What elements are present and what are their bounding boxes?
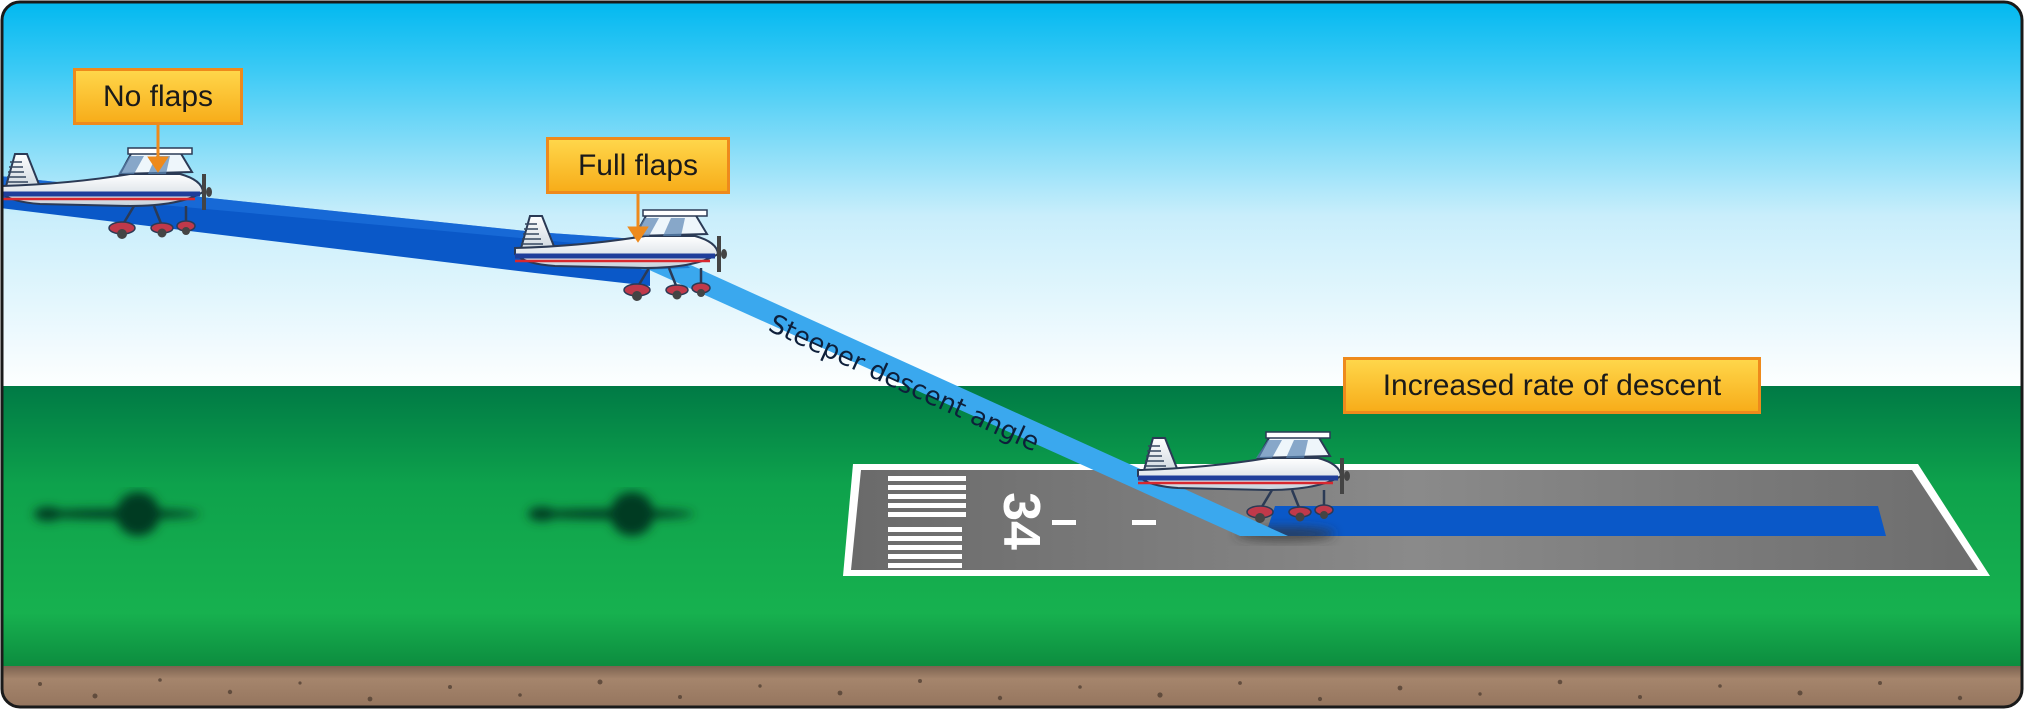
callout-pointers: [147, 124, 649, 243]
sky: [2, 2, 2022, 392]
soil: [2, 666, 2022, 707]
runway-number: 34: [992, 492, 1050, 550]
threshold-markings: [888, 476, 966, 568]
no-flaps-callout: No flaps: [73, 68, 243, 125]
centerline: [1052, 520, 1156, 525]
soil-pebbles: [38, 678, 1963, 702]
increased-rate-callout: Increased rate of descent: [1343, 357, 1761, 414]
steep-descent-path: [636, 262, 1288, 536]
ground-roll-path: [1265, 506, 1886, 536]
full-flaps-callout: Full flaps: [546, 137, 730, 194]
